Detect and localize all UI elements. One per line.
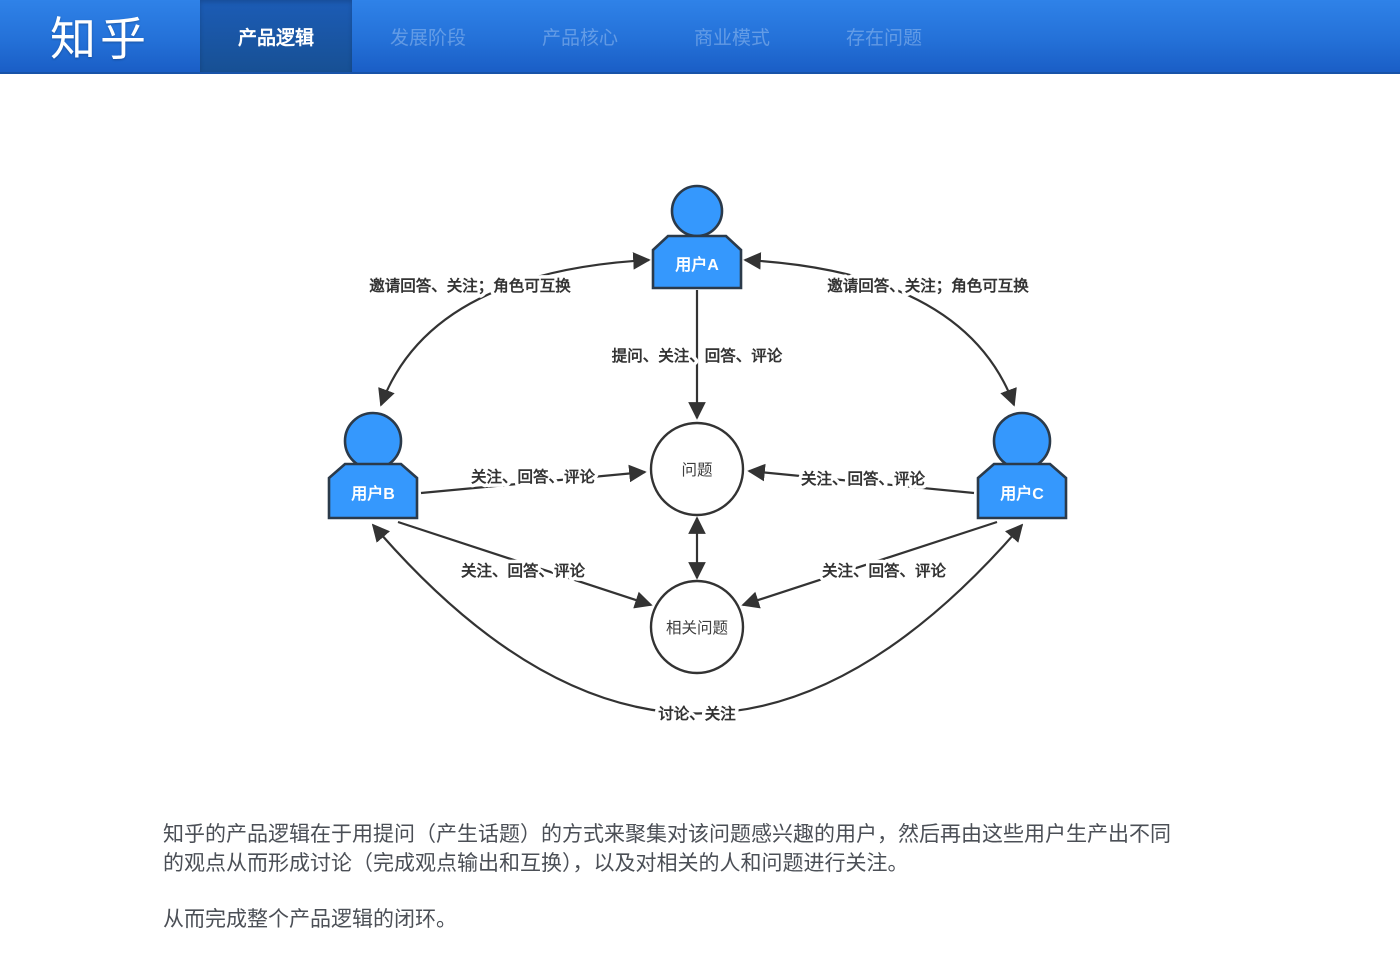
user-b-label: 用户B (351, 484, 395, 503)
edge-label-invite-left: 邀请回答、关注；角色可互换 (369, 276, 571, 295)
edge-label-follow-left: 关注、回答、评论 (471, 467, 596, 486)
description-paragraph-1: 知乎的产品逻辑在于用提问（产生话题）的方式来聚集对该问题感兴趣的用户，然后再由这… (163, 823, 1171, 875)
tab-existing-problems[interactable]: 存在问题 (845, 27, 922, 49)
user-a-label: 用户A (675, 255, 719, 274)
description-paragraph-2: 从而完成整个产品逻辑的闭环。 (163, 908, 457, 931)
diagram-canvas: 用户A 用户B 用户C 问题 相关问题 邀请回答、关注；角色可互换 邀请回答、关… (327, 184, 1068, 727)
user-a-body-icon (651, 234, 743, 290)
node-user-b: 用户B (327, 411, 419, 520)
related-question-circle (649, 579, 745, 675)
edge-userB-to-question (420, 464, 647, 495)
edge-label-follow-left-related: 关注、回答、评论 (461, 561, 586, 580)
node-related-question: 相关问题 (649, 579, 745, 675)
edge-label-follow-right: 关注、回答、评论 (801, 469, 926, 488)
edge-label-discuss-bottom: 讨论、关注 (658, 704, 736, 723)
node-user-c: 用户C (976, 411, 1068, 520)
edge-userB-userA-curve (378, 252, 651, 407)
question-label: 问题 (681, 461, 712, 479)
user-b-head-icon (343, 411, 403, 471)
edge-userC-to-question (747, 463, 975, 495)
node-question: 问题 (649, 421, 745, 517)
zhihu-logo: 知乎 (50, 13, 150, 65)
tab-product-core[interactable]: 产品核心 (541, 27, 618, 49)
description-section: 知乎的产品逻辑在于用提问（产生话题）的方式来聚集对该问题感兴趣的用户，然后再由这… (0, 794, 1400, 934)
top-navigation-bar: 知乎 产品逻辑 发展阶段 产品核心 商业模式 存在问题 (0, 0, 1400, 74)
related-question-label: 相关问题 (666, 619, 728, 637)
user-c-head-icon (992, 411, 1052, 471)
tab-product-logic[interactable]: 产品逻辑 (200, 0, 352, 72)
tab-development-stage[interactable]: 发展阶段 (389, 27, 466, 49)
user-b-body-icon (327, 462, 419, 520)
nav-tabs: 产品逻辑 发展阶段 产品核心 商业模式 存在问题 (200, 0, 960, 72)
question-circle (649, 421, 745, 517)
edge-label-ask-center: 提问、关注、回答、评论 (612, 346, 783, 365)
edge-userC-userA-curve (743, 252, 1017, 407)
tab-business-model[interactable]: 商业模式 (693, 27, 770, 49)
node-user-a: 用户A (651, 184, 743, 290)
user-c-label: 用户C (1000, 484, 1044, 503)
edge-userB-userC-curve (371, 523, 1024, 715)
user-a-head-icon (670, 184, 724, 238)
edge-label-follow-right-related: 关注、回答、评论 (822, 561, 947, 580)
edge-label-invite-right: 邀请回答、关注；角色可互换 (827, 276, 1029, 295)
product-logic-diagram: 用户A 用户B 用户C 问题 相关问题 邀请回答、关注；角色可互换 邀请回答、关… (0, 74, 1400, 794)
user-c-body-icon (976, 462, 1068, 520)
